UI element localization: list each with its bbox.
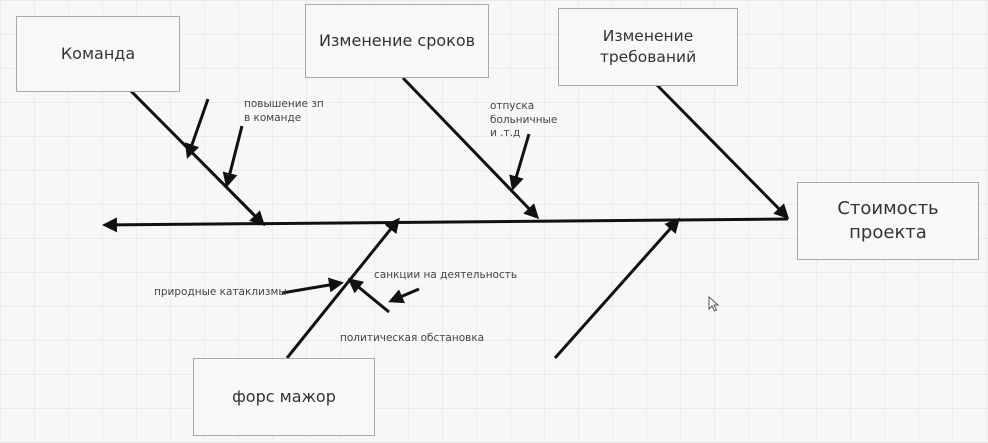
vacation-label: отпуска больничные и .т.д — [490, 100, 558, 140]
requirements-bone-line — [653, 81, 790, 220]
main-spine-line — [102, 217, 789, 233]
team-bone-line — [126, 86, 266, 227]
force-majeure-box[interactable]: форс мажор — [193, 358, 375, 436]
team-sub-arrow-1 — [184, 98, 210, 159]
sanctions-sub-arrow — [388, 287, 420, 304]
requirements-box[interactable]: Изменение требований — [558, 8, 738, 86]
political-sub-arrow — [347, 278, 390, 314]
political-label: политическая обстановка — [340, 332, 485, 344]
schedule-bone-line — [401, 76, 540, 220]
sanctions-label: санкции на деятельность — [374, 269, 518, 281]
bottom-right-bone-line — [553, 217, 680, 359]
schedule-box[interactable]: Изменение сроков — [305, 4, 489, 78]
team-box[interactable]: Команда — [16, 16, 180, 92]
salary-label: повышение зп в команде — [244, 98, 324, 124]
team-sub-arrow-2 — [222, 125, 244, 188]
cost-box[interactable]: Стоимость проекта — [797, 182, 979, 260]
mouse-pointer-icon — [708, 296, 720, 312]
natural-label: природные катаклизмы — [154, 286, 287, 298]
schedule-sub-arrow — [509, 133, 531, 191]
natural-sub-arrow — [281, 277, 344, 295]
